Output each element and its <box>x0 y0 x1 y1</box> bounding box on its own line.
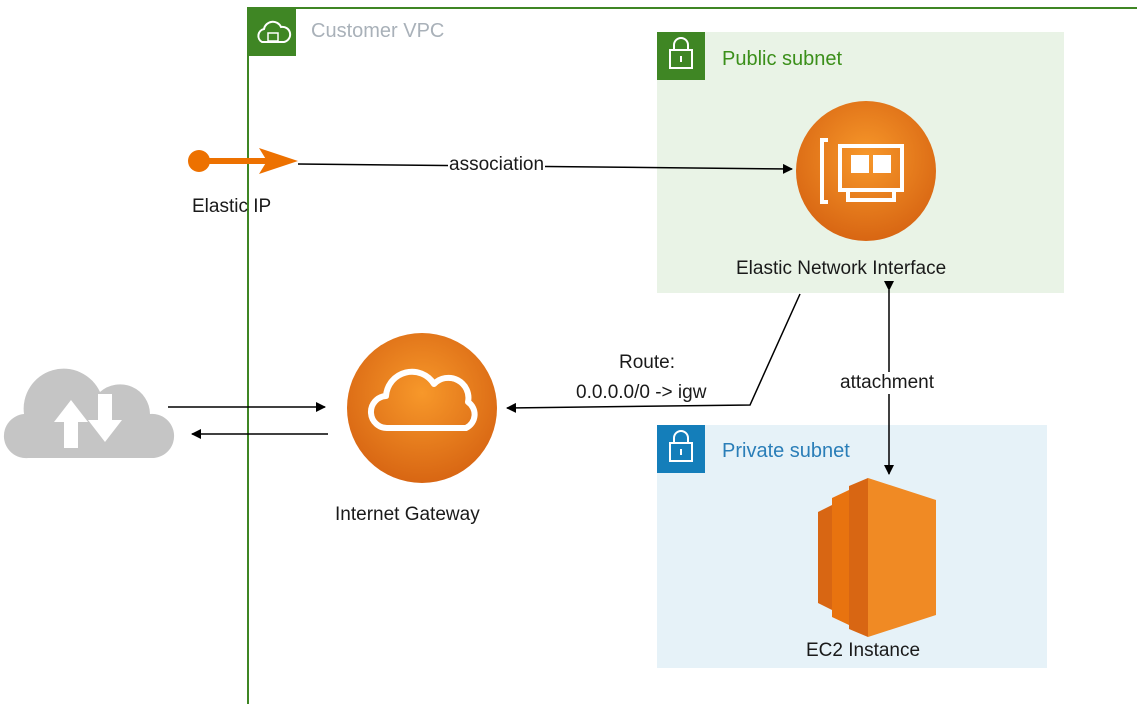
association-label: association <box>448 154 546 176</box>
ec2-instance-icon <box>818 478 936 637</box>
route-connector <box>506 293 801 413</box>
vpc-container <box>247 7 1137 704</box>
network-interface-icon <box>796 101 936 241</box>
cloud-lock-icon <box>248 8 296 56</box>
ec2-instance-label: EC2 Instance <box>806 640 921 661</box>
route-label-destination: 0.0.0.0/0 -> igw <box>576 382 707 403</box>
elastic-ip-icon <box>188 148 298 174</box>
elastic-ip-label: Elastic IP <box>192 196 272 217</box>
eni-label: Elastic Network Interface <box>736 258 947 279</box>
private-subnet-title: Private subnet <box>722 440 850 462</box>
route-label-title: Route: <box>619 352 675 373</box>
internet-cloud-upload-download-icon <box>3 368 175 459</box>
attachment-label: attachment <box>838 372 936 394</box>
padlock-icon <box>657 32 705 80</box>
internet-gateway-icon <box>347 333 497 483</box>
vpc-title: Customer VPC <box>311 20 445 42</box>
internet-gateway-label: Internet Gateway <box>335 504 480 525</box>
public-subnet-title: Public subnet <box>722 48 843 70</box>
padlock-icon <box>657 425 705 473</box>
